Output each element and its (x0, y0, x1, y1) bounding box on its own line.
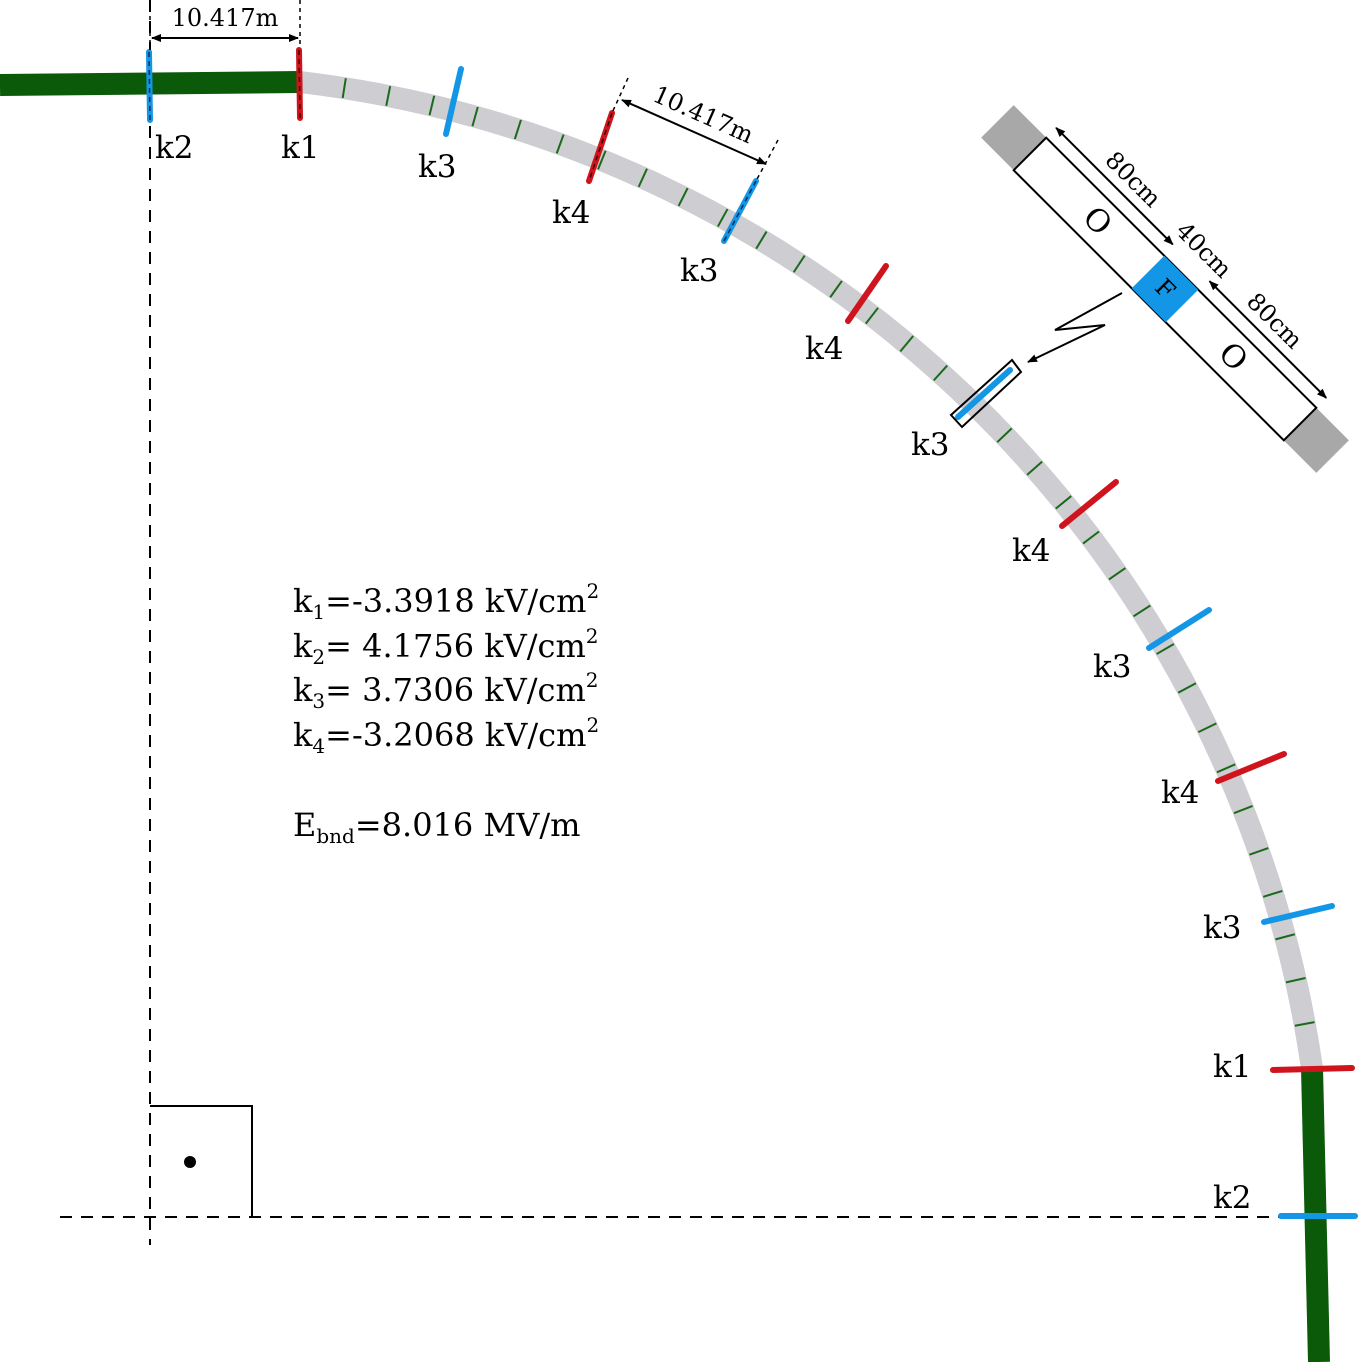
arc-tick (792, 254, 806, 273)
label-k3: k3 (1093, 649, 1132, 685)
arc-tick (1082, 530, 1100, 545)
magnet-k4 (1059, 479, 1119, 529)
dim-ext-arc-left (611, 77, 629, 114)
magnet-centerline (148, 51, 151, 121)
label-k4: k4 (805, 331, 844, 367)
arc-tick (341, 78, 347, 99)
label-k2-top: k2 (155, 130, 194, 166)
equation-k1: k1=-3.3918 kV/cm2 (293, 579, 599, 624)
arc-tick (1026, 460, 1043, 476)
label-k4: k4 (1161, 775, 1200, 811)
magnet-k3 (443, 66, 464, 137)
dim-label-straight: 10.417m (172, 4, 279, 32)
magnet-k4 (845, 263, 889, 324)
arc-tick (716, 208, 729, 228)
arc-tick (1216, 763, 1236, 774)
arc-tick (385, 85, 392, 106)
arc-tick (513, 119, 522, 140)
equation-k3: k3= 3.7306 kV/cm2 (293, 668, 599, 713)
arc-tick (677, 187, 689, 207)
arc-tick (865, 307, 879, 325)
arc-tick (1156, 643, 1175, 655)
label-k1-top: k1 (281, 130, 320, 166)
arc-tick (996, 427, 1013, 443)
inset-focus-magnet (1131, 255, 1199, 323)
arc-tick (1108, 567, 1126, 581)
label-k3: k3 (418, 149, 457, 185)
magnet-k1-right (1270, 1065, 1355, 1073)
label-k1-right: k1 (1213, 1049, 1252, 1085)
equation-k4: k4=-3.2068 kV/cm2 (293, 713, 599, 758)
arc-tick (1275, 933, 1296, 941)
dim-label-arc: 10.417m (649, 80, 758, 149)
arc-tick (933, 364, 948, 382)
arc-tick (829, 280, 843, 298)
label-k2-right: k2 (1213, 1180, 1252, 1216)
arc-tick (1262, 889, 1283, 898)
arc-section (298, 71, 1323, 1070)
magnet-centerline (588, 112, 613, 182)
arc-tick (1285, 977, 1306, 984)
inset-dim-left (1055, 127, 1174, 246)
magnet-centerline (723, 180, 757, 242)
arc-ticks (341, 78, 1315, 1027)
arc-tick (597, 150, 607, 170)
inset-dim-right (1208, 280, 1327, 399)
magnet-centerline (298, 49, 301, 119)
arc-tick (1249, 847, 1269, 856)
arc-tick (1177, 682, 1197, 694)
arc-tick (1233, 804, 1253, 815)
magnet-k3 (1146, 607, 1212, 651)
out-of-plane-dot (184, 1156, 196, 1168)
label-k4: k4 (1012, 533, 1051, 569)
label-k3: k3 (1203, 910, 1242, 946)
magnet-k3 (955, 367, 1013, 420)
arc-tick (555, 134, 565, 154)
parameter-list: k1=-3.3918 kV/cm2 k2= 4.1756 kV/cm2 k3= … (293, 579, 599, 848)
arc-tick (755, 231, 768, 250)
arc-tick (471, 106, 479, 127)
arc-tick (428, 95, 436, 116)
fodo-inset: O F O 80cm 40cm 80cm (981, 105, 1349, 473)
element-labels: k2 k1 k3 k4 k3 k4 k3 k4 k3 k4 k3 k1 k2 (155, 130, 1252, 1216)
label-k3: k3 (680, 253, 719, 289)
arc-tick (637, 168, 648, 188)
highlight-box (949, 358, 1023, 429)
label-k4: k4 (552, 195, 591, 231)
equation-k2: k2= 4.1756 kV/cm2 (293, 624, 599, 669)
equation-e-bend: Ebnd=8.016 MV/m (293, 806, 580, 848)
magnet-k4 (1215, 751, 1287, 784)
arc-tick (1294, 1021, 1315, 1027)
inset-pointer (1027, 292, 1123, 363)
dim-arrow-arc (621, 99, 767, 165)
arc-tick (1055, 495, 1072, 510)
magnet-k3 (1261, 903, 1335, 925)
arc-tick (1197, 722, 1217, 734)
arc-tick (899, 335, 914, 353)
arc-tick (1132, 604, 1151, 618)
label-k3: k3 (911, 427, 950, 463)
corner-box (150, 1105, 253, 1217)
